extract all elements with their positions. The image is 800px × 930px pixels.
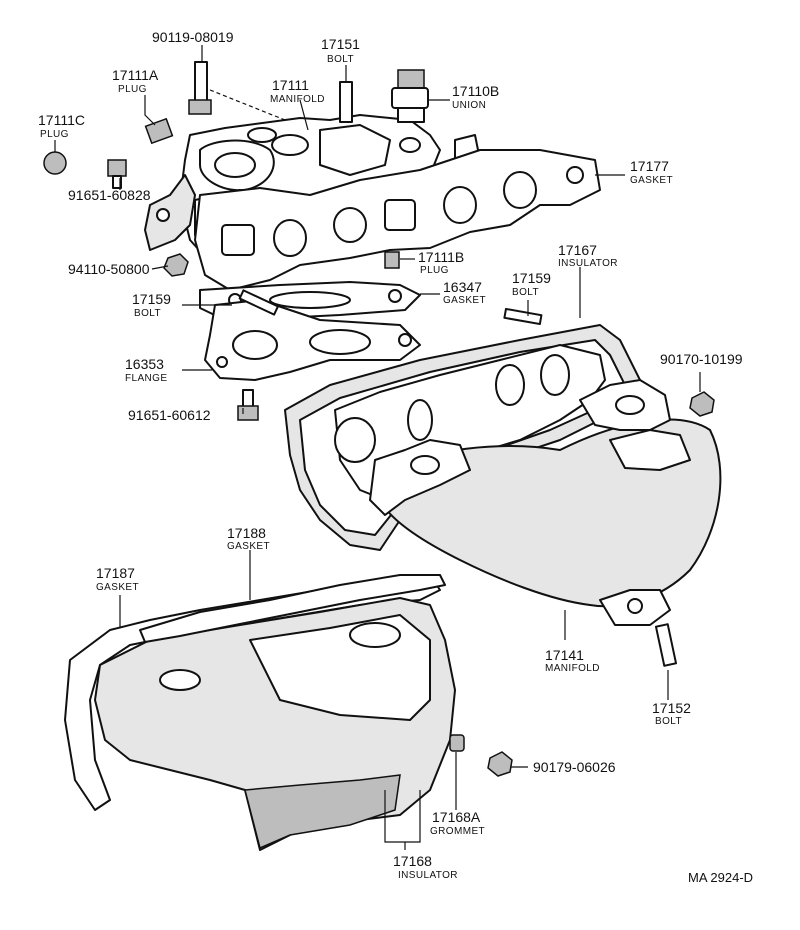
callout-17151: 17151 BOLT (321, 36, 360, 65)
part-number: 17141 (545, 647, 584, 663)
plug-17111a (144, 117, 174, 145)
part-name: INSULATOR (398, 870, 458, 881)
nut-94110-50800 (163, 253, 189, 277)
part-number: 17159 (512, 270, 551, 286)
part-name: INSULATOR (558, 258, 618, 269)
plug-17111c (43, 151, 67, 175)
insulator-17168 (94, 597, 456, 851)
callout-16347: 16347 GASKET (443, 279, 486, 306)
flange-16353 (204, 299, 421, 381)
part-number: 17187 (96, 565, 135, 581)
part-number: 90119-08019 (152, 29, 234, 45)
bolt-90119-08019 (188, 61, 212, 115)
callout-90170-10199: 90170-10199 (660, 351, 743, 367)
leader-lines (54, 45, 701, 850)
nut-90179-06026 (487, 751, 513, 777)
part-number: 17167 (558, 242, 597, 258)
bolt-91651-60612 (237, 389, 259, 421)
part-name: BOLT (327, 54, 354, 65)
part-number: 17151 (321, 36, 360, 52)
callout-91651-60612: 91651-60612 (128, 407, 211, 423)
part-number: 90179-06026 (533, 759, 616, 775)
callout-90179-06026: 90179-06026 (533, 759, 616, 775)
union-17110b (391, 69, 429, 123)
part-name: GASKET (443, 295, 486, 306)
callout-17111a: 17111A PLUG (112, 67, 159, 95)
part-name: PLUG (420, 265, 449, 276)
part-number: 17111A (112, 67, 159, 83)
figure-reference: MA 2924-D (688, 870, 753, 885)
part-number: 17152 (652, 700, 691, 716)
callout-17111b: 17111B PLUG (418, 249, 464, 276)
part-number: 17111B (418, 249, 464, 265)
part-name: FLANGE (125, 373, 167, 384)
part-name: MANIFOLD (545, 663, 600, 674)
grommet-17168a (449, 734, 465, 752)
part-name: PLUG (40, 129, 69, 140)
part-name: PLUG (118, 84, 147, 95)
part-number: 94110-50800 (68, 261, 150, 277)
part-name: GASKET (96, 582, 139, 593)
part-name: GASKET (630, 175, 673, 186)
part-name: GROMMET (430, 826, 485, 837)
part-number: 91651-60828 (68, 187, 151, 203)
callout-17177: 17177 GASKET (630, 158, 673, 186)
callout-17110b: 17110B UNION (452, 83, 499, 111)
part-number: 16347 (443, 279, 482, 295)
bolt-17159-a (238, 289, 279, 316)
gasket-17177 (194, 149, 601, 291)
part-name: MANIFOLD (270, 94, 325, 105)
plug-17111b (384, 251, 400, 269)
part-name: GASKET (227, 541, 270, 552)
callout-17159-lower: 17159 BOLT (132, 291, 171, 319)
callout-17187: 17187 GASKET (96, 565, 139, 593)
part-number: 16353 (125, 356, 164, 372)
bolt-17159-b (503, 307, 543, 326)
callout-91651-60828: 91651-60828 (68, 187, 151, 203)
callout-17141: 17141 MANIFOLD (545, 647, 600, 674)
callout-17152: 17152 BOLT (652, 700, 691, 727)
part-name: BOLT (512, 287, 539, 298)
callout-17111c: 17111C PLUG (38, 112, 85, 140)
bolt-17152 (654, 623, 678, 667)
part-number: 17111 (272, 77, 309, 93)
callout-17168: 17168 INSULATOR (393, 853, 458, 881)
callout-90119-08019: 90119-08019 (152, 29, 234, 45)
part-name: BOLT (134, 308, 161, 319)
callout-17167: 17167 INSULATOR (558, 242, 618, 269)
callout-17111: 17111 MANIFOLD (270, 77, 325, 105)
exhaust-manifold-17141 (334, 344, 722, 626)
callout-94110-50800: 94110-50800 (68, 261, 150, 277)
plug-91651-60828 (107, 159, 127, 189)
part-number: 17168 (393, 853, 432, 869)
gasket-17188 (139, 574, 446, 643)
callout-17159-upper: 17159 BOLT (512, 270, 551, 298)
part-number: 91651-60612 (128, 407, 211, 423)
callout-17168a: 17168A GROMMET (430, 809, 485, 837)
part-number: 17110B (452, 83, 499, 99)
nut-90170-10199 (689, 391, 715, 417)
part-number: 17177 (630, 158, 669, 174)
part-name: UNION (452, 100, 486, 111)
part-name: BOLT (655, 716, 682, 727)
part-number: 17168A (432, 809, 481, 825)
bolt-17151 (339, 81, 353, 123)
part-number: 17159 (132, 291, 171, 307)
part-number: 90170-10199 (660, 351, 743, 367)
callout-16353: 16353 FLANGE (125, 356, 167, 384)
part-number: 17111C (38, 112, 85, 128)
callout-17188: 17188 GASKET (227, 525, 270, 552)
part-number: 17188 (227, 525, 266, 541)
